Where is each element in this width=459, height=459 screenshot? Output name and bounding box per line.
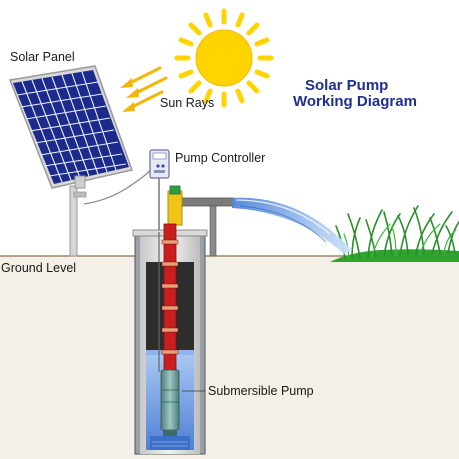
ground-level-label: Ground Level [1, 261, 76, 275]
sun-rays-arrows [120, 66, 168, 112]
sun-icon [174, 8, 274, 108]
panel-pole [69, 175, 87, 257]
grass-field [330, 205, 459, 262]
solar-panel [8, 65, 133, 189]
pump-controller-label: Pump Controller [175, 151, 265, 165]
submersible-pump-label: Submersible Pump [208, 384, 314, 398]
riser-pipe [158, 223, 179, 373]
water-jet [232, 197, 352, 254]
submersible-pump [160, 369, 180, 436]
solar-panel-label: Solar Panel [10, 50, 75, 64]
sun-rays-label: Sun Rays [160, 96, 214, 110]
pump-controller [149, 149, 170, 179]
ground [0, 255, 459, 459]
diagram-title-line1: Solar Pump [305, 77, 388, 94]
diagram-title-line2: Working Diagram [293, 93, 417, 110]
power-cable [83, 167, 153, 205]
